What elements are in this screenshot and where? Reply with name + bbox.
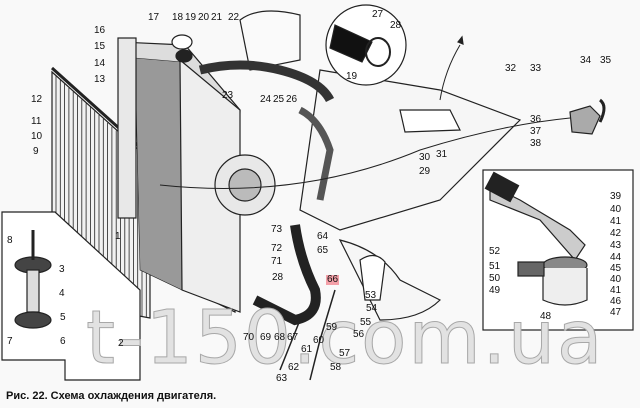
callout-6: 6 [60, 336, 66, 347]
callout-40-lower: 40 [610, 274, 622, 285]
callout-58: 58 [330, 362, 342, 373]
callout-40: 40 [610, 204, 622, 215]
callout-41: 41 [610, 216, 622, 227]
callout-19: 19 [185, 12, 197, 23]
engine-block [214, 10, 522, 321]
callout-26: 26 [286, 94, 298, 105]
callout-56: 56 [353, 329, 365, 340]
callout-10: 10 [31, 131, 43, 142]
callout-8: 8 [7, 235, 13, 246]
callout-32: 32 [505, 63, 517, 74]
callout-4: 4 [59, 288, 65, 299]
callout-23: 23 [222, 90, 234, 101]
callout-53: 53 [365, 290, 377, 301]
callout-28: 28 [390, 20, 402, 31]
callout-46: 46 [610, 296, 622, 307]
lower-hose [252, 224, 321, 326]
callout-38: 38 [530, 138, 542, 149]
cable-handle [569, 105, 601, 135]
callout-7: 7 [7, 336, 13, 347]
callout-16: 16 [94, 25, 106, 36]
callout-35: 35 [600, 55, 612, 66]
radiator-core [117, 37, 241, 313]
callout-41-lower: 41 [610, 285, 622, 296]
inset-radiator-mount [1, 211, 141, 381]
callout-29: 29 [419, 166, 431, 177]
callout-62: 62 [288, 362, 300, 373]
callout-9: 9 [33, 146, 39, 157]
drain-tap-rod [309, 289, 336, 381]
callout-13: 13 [94, 74, 106, 85]
callout-68: 68 [274, 332, 286, 343]
watermark: t-150.com.ua [85, 295, 605, 381]
callout-51: 51 [489, 261, 501, 272]
callout-44: 44 [610, 252, 622, 263]
upper-hose [198, 60, 335, 103]
control-cable [159, 117, 571, 189]
callout-67: 67 [287, 332, 299, 343]
rubber-cushion [14, 230, 52, 329]
callout-5: 5 [60, 312, 66, 323]
callout-61: 61 [301, 344, 313, 355]
callout-12: 12 [31, 94, 43, 105]
figure-caption: Рис. 22. Схема охлаждения двигателя. [6, 390, 217, 402]
callout-14: 14 [94, 58, 106, 69]
callout-3: 3 [59, 264, 65, 275]
callout-36: 36 [530, 114, 542, 125]
callout-64: 64 [317, 231, 329, 242]
callout-49: 49 [489, 285, 501, 296]
callout-18: 18 [172, 12, 184, 23]
callout-25: 25 [273, 94, 285, 105]
callout-43: 43 [610, 240, 622, 251]
callout-42: 42 [610, 228, 622, 239]
callout-17: 17 [148, 12, 160, 23]
callout-71: 71 [271, 256, 283, 267]
callout-55: 55 [360, 317, 372, 328]
callout-31: 31 [436, 149, 448, 160]
callout-22: 22 [228, 12, 240, 23]
callout-2: 2 [118, 338, 124, 349]
callout-52: 52 [489, 246, 501, 257]
callout-59: 59 [326, 322, 338, 333]
callout-65: 65 [317, 245, 329, 256]
callout-19-detail: 19 [346, 71, 358, 82]
callout-39: 39 [610, 191, 622, 202]
callout-27: 27 [372, 9, 384, 20]
callout-11: 11 [31, 116, 42, 127]
callout-33: 33 [530, 63, 542, 74]
callout-66-highlighted: 66 [326, 274, 340, 285]
thermostat-pipe [298, 106, 334, 201]
callout-54: 54 [366, 303, 378, 314]
callout-30: 30 [419, 152, 431, 163]
callout-57: 57 [339, 348, 351, 359]
callout-60: 60 [313, 335, 325, 346]
callout-21: 21 [211, 12, 223, 23]
callout-15: 15 [94, 41, 106, 52]
callout-70: 70 [243, 332, 255, 343]
callout-28-lower: 28 [272, 272, 284, 283]
callout-37: 37 [530, 126, 542, 137]
callout-48: 48 [540, 311, 552, 322]
callout-47: 47 [610, 307, 622, 318]
callout-63: 63 [276, 373, 288, 384]
callout-1: 1 [115, 231, 121, 242]
callout-45: 45 [610, 263, 622, 274]
callout-20: 20 [198, 12, 210, 23]
callout-73: 73 [271, 224, 283, 235]
callout-72: 72 [271, 243, 283, 254]
callout-50: 50 [489, 273, 501, 284]
callout-24: 24 [260, 94, 272, 105]
callout-34: 34 [580, 55, 592, 66]
callout-69: 69 [260, 332, 272, 343]
filler-cap [171, 34, 193, 63]
